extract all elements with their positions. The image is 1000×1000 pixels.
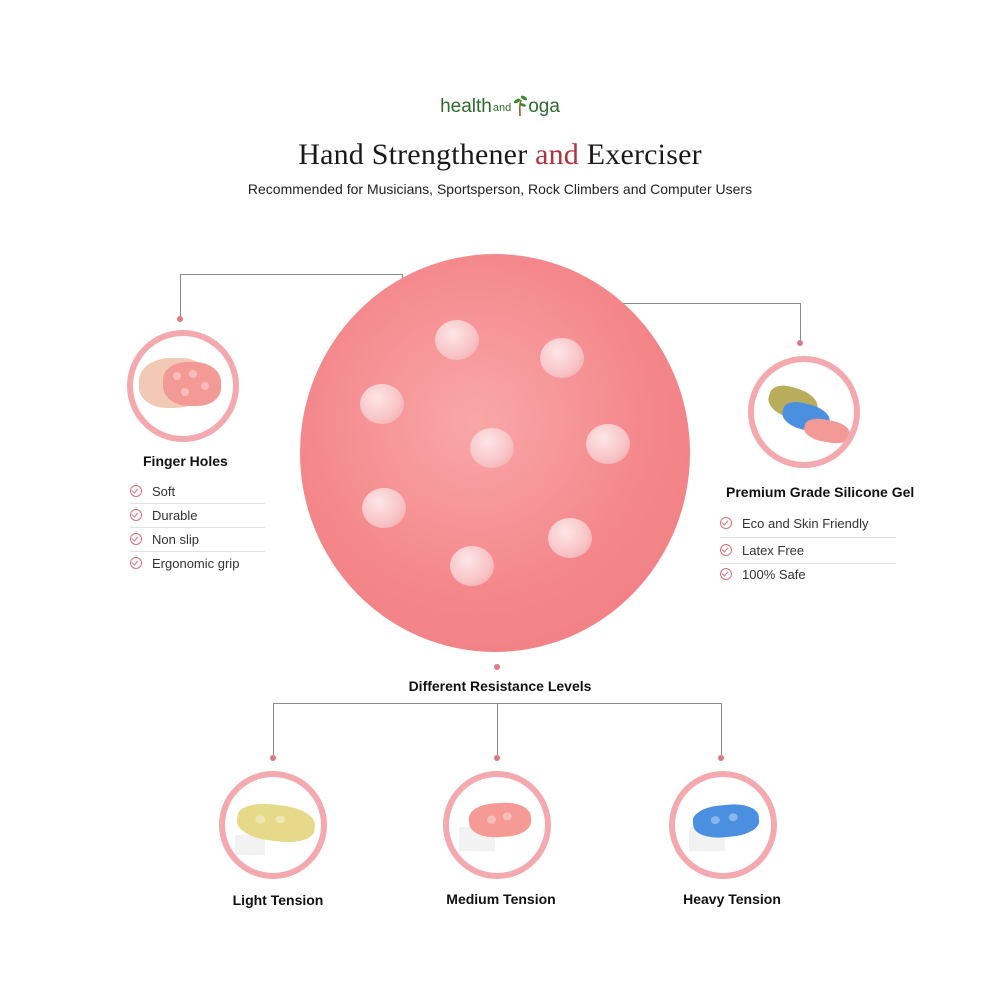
light-tension-image xyxy=(219,771,327,879)
brand-logo-text-health: health xyxy=(440,96,492,117)
check-circle-icon xyxy=(130,533,142,545)
brand-logo-text-oga: oga xyxy=(528,96,560,117)
connector-dot xyxy=(177,316,183,322)
resistance-levels-heading: Different Resistance Levels xyxy=(408,678,592,694)
connector-line xyxy=(497,703,498,758)
check-circle-icon xyxy=(720,517,732,529)
check-circle-icon xyxy=(130,485,142,497)
finger-holes-heading: Finger Holes xyxy=(143,453,228,469)
finger-holes-list: Soft Durable Non slip Ergonomic grip xyxy=(130,480,265,576)
list-item: Latex Free xyxy=(720,538,896,564)
finger-hole xyxy=(362,488,406,528)
connector-line xyxy=(800,303,801,341)
brand-logo: healthand oga xyxy=(0,94,1000,118)
title-part-1: Hand Strengthener xyxy=(298,138,536,171)
medium-tension-label: Medium Tension xyxy=(446,891,556,907)
light-tension-label: Light Tension xyxy=(232,892,324,908)
finger-hole xyxy=(540,338,584,378)
title-part-2: Exerciser xyxy=(579,138,702,171)
connector-dot xyxy=(494,664,500,670)
connector-line xyxy=(596,303,800,304)
silicone-gel-heading: Premium Grade Silicone Gel xyxy=(726,484,915,500)
brand-logo-text-and: and xyxy=(492,102,512,114)
list-item: Ergonomic grip xyxy=(130,552,265,576)
connector-line xyxy=(721,703,722,758)
exerciser-pad xyxy=(163,362,221,406)
connector-dot xyxy=(270,755,276,761)
page-subtitle: Recommended for Musicians, Sportsperson,… xyxy=(247,181,753,197)
pink-pad xyxy=(802,416,852,446)
finger-hole xyxy=(450,546,494,586)
finger-hole xyxy=(586,424,630,464)
check-circle-icon xyxy=(130,557,142,569)
finger-holes-image xyxy=(127,330,239,442)
list-item: Soft xyxy=(130,480,265,504)
heavy-tension-image xyxy=(669,771,777,879)
medium-tension-pad xyxy=(467,800,533,840)
connector-dot xyxy=(797,340,803,346)
connector-dot xyxy=(494,755,500,761)
connector-line xyxy=(273,703,274,758)
check-circle-icon xyxy=(720,544,732,556)
finger-hole xyxy=(548,518,592,558)
finger-hole xyxy=(360,384,404,424)
connector-line xyxy=(180,274,402,275)
heavy-tension-pad xyxy=(691,801,761,841)
finger-hole xyxy=(435,320,479,360)
plant-icon xyxy=(514,95,528,116)
list-item: Durable xyxy=(130,504,265,528)
list-item: Eco and Skin Friendly xyxy=(720,512,896,538)
list-item: Non slip xyxy=(130,528,265,552)
check-circle-icon xyxy=(130,509,142,521)
page-title: Hand Strengthener and Exerciser xyxy=(0,138,1000,172)
title-accent: and xyxy=(535,138,580,171)
list-item: 100% Safe xyxy=(720,564,896,588)
heavy-tension-label: Heavy Tension xyxy=(683,891,781,907)
connector-dot xyxy=(718,755,724,761)
silicone-gel-image xyxy=(748,356,860,468)
finger-hole xyxy=(470,428,514,468)
silicone-gel-list: Eco and Skin Friendly Latex Free 100% Sa… xyxy=(720,512,896,588)
hand-exerciser-disc-image xyxy=(300,254,690,652)
check-circle-icon xyxy=(720,568,732,580)
medium-tension-image xyxy=(443,771,551,879)
connector-line xyxy=(180,274,181,316)
